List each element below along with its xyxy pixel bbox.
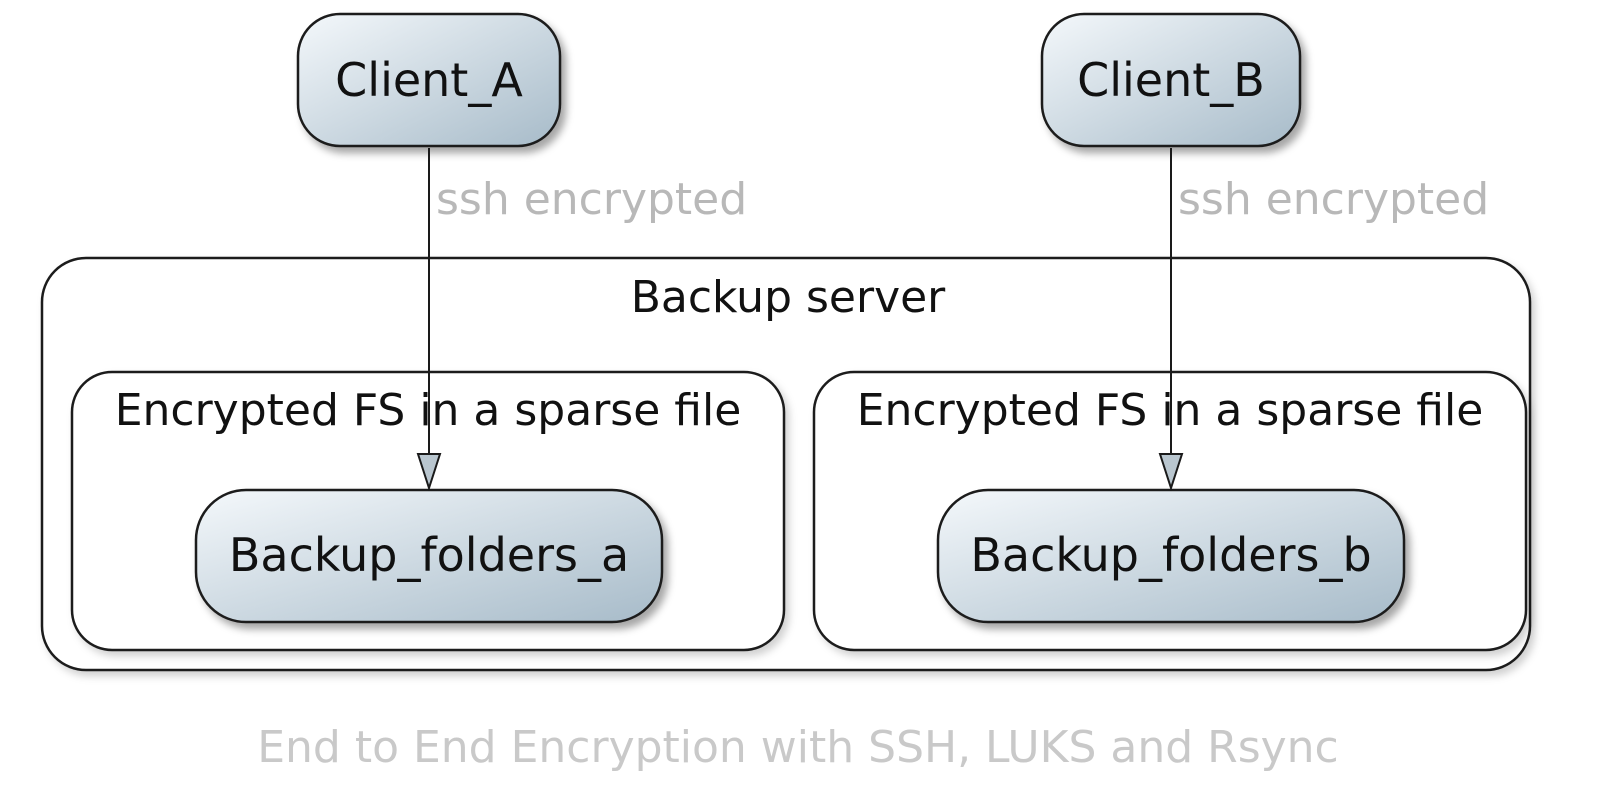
edge-label-a: ssh encrypted: [436, 174, 747, 225]
edge-client-b-to-backup-folders-b: ssh encrypted: [1158, 148, 1489, 492]
backup-server-label: Backup server: [631, 272, 946, 323]
edge-client-a-to-backup-folders-a: ssh encrypted: [416, 148, 747, 492]
client-a-label: Client_A: [335, 53, 523, 107]
backup-folders-b-label: Backup_folders_b: [970, 528, 1371, 582]
client-a-node[interactable]: Client_A: [296, 12, 562, 148]
backup-folders-a-label: Backup_folders_a: [229, 528, 629, 582]
backup-folders-b-node[interactable]: Backup_folders_b: [936, 488, 1406, 624]
diagram-caption: End to End Encryption with SSH, LUKS and…: [257, 722, 1339, 773]
backup-folders-a-node[interactable]: Backup_folders_a: [194, 488, 664, 624]
client-b-node[interactable]: Client_B: [1040, 12, 1302, 148]
arrowhead-b: [1158, 453, 1184, 492]
edge-label-b: ssh encrypted: [1178, 174, 1489, 225]
client-b-label: Client_B: [1077, 53, 1265, 107]
arrowhead-a: [416, 453, 442, 492]
